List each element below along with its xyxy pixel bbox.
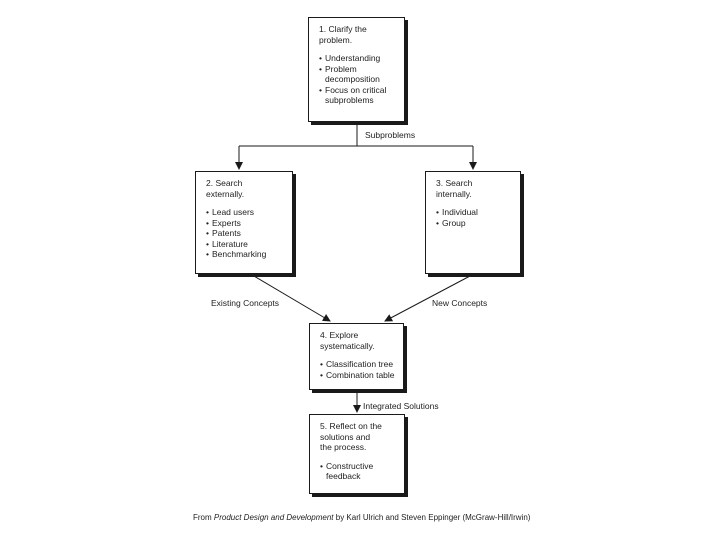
list-item: •Group <box>436 217 466 228</box>
list-item: •Patents <box>206 228 241 238</box>
bullet-list: •Classification tree •Combination table <box>320 359 397 380</box>
list-item: •Problem decomposition <box>319 63 380 85</box>
list-item: •Benchmarking <box>206 249 267 259</box>
label-subproblems: Subproblems <box>365 130 416 140</box>
box-title: 2. Search externally. <box>206 178 245 199</box>
box-title: 1. Clarify the problem. <box>319 24 367 45</box>
box-title: 3. Search internally. <box>436 178 473 199</box>
box-title: 4. Explore systematically. <box>320 330 375 351</box>
label-integrated-solutions: Integrated Solutions <box>363 401 439 411</box>
list-item: •Individual <box>436 207 478 217</box>
bullet-list: •Lead users •Experts •Patents •Literatur… <box>206 207 286 260</box>
label-new-concepts: New Concepts <box>432 298 488 308</box>
arrow-existing-concepts <box>253 275 331 322</box>
bullet-list: •Individual •Group <box>436 207 514 228</box>
box-title: 5. Reflect on the solutions and the proc… <box>320 421 382 452</box>
list-item: •Understanding <box>319 53 381 63</box>
list-item: •Literature <box>206 238 248 249</box>
bullet-list: •Understanding •Problem decomposition •F… <box>319 53 398 106</box>
box-search-externally: 2. Search externally. •Lead users •Exper… <box>195 171 293 274</box>
list-item: •Lead users <box>206 207 255 217</box>
bullet-list: •Constructive feedback <box>320 461 398 482</box>
box-search-internally: 3. Search internally. •Individual •Group <box>425 171 521 274</box>
list-item: •Focus on critical subproblems <box>319 84 387 106</box>
box-explore-systematically: 4. Explore systematically. •Classificati… <box>309 323 404 390</box>
list-item: •Classification tree <box>320 359 394 369</box>
list-item: •Constructive feedback <box>320 460 374 482</box>
arrow-new-concepts <box>384 275 471 322</box>
label-existing-concepts: Existing Concepts <box>211 298 280 308</box>
box-reflect-solutions: 5. Reflect on the solutions and the proc… <box>309 414 405 494</box>
box-clarify-problem: 1. Clarify the problem. •Understanding •… <box>308 17 405 122</box>
source-credit: From Product Design and Development by K… <box>193 513 531 522</box>
list-item: •Experts <box>206 217 241 228</box>
list-item: •Combination table <box>320 369 395 380</box>
book-title: Product Design and Development <box>213 513 334 522</box>
